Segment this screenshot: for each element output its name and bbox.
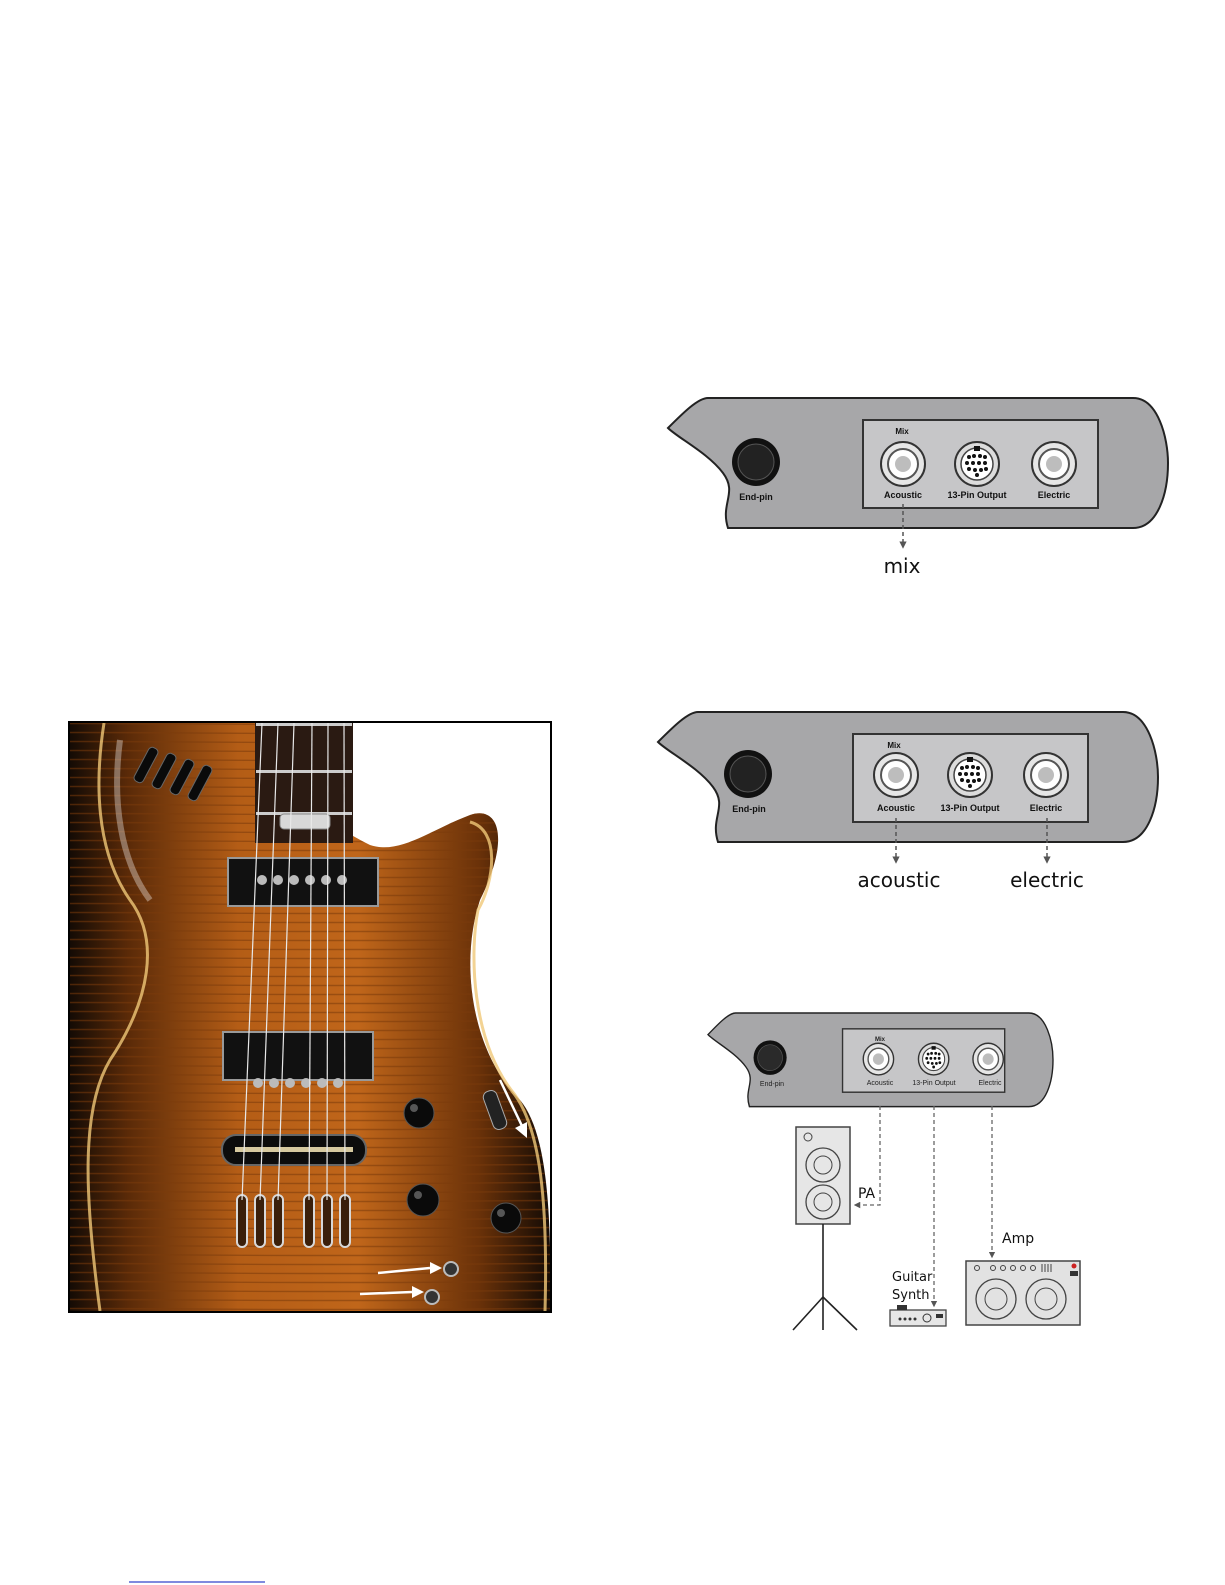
pa-label: PA — [858, 1186, 876, 1202]
electric-label: Electric — [979, 1080, 1002, 1087]
synth-label-line1: Guitar — [892, 1270, 933, 1285]
acoustic-jack-icon — [874, 753, 918, 797]
electric-label: Electric — [1030, 803, 1063, 813]
endpin-jack-icon — [754, 1040, 787, 1075]
guitar-synth-icon — [890, 1305, 946, 1326]
mix-caption: mix — [884, 554, 921, 578]
mix-label: Mix — [887, 741, 901, 750]
electric-label: Electric — [1038, 490, 1071, 500]
thirteen-pin-label: 13-Pin Output — [941, 803, 1000, 813]
thirteen-pin-connector-icon — [948, 753, 992, 797]
electric-jack-icon — [973, 1043, 1003, 1075]
endpin-label: End-pin — [739, 492, 773, 502]
pa-speaker-icon — [793, 1127, 857, 1330]
thirteen-pin-connector-icon — [955, 442, 999, 486]
thirteen-pin-connector-icon — [918, 1043, 948, 1075]
bridge-pickup-icon — [223, 1032, 373, 1088]
acoustic-caption: acoustic — [858, 868, 941, 892]
acoustic-jack-icon — [881, 442, 925, 486]
endpin-jack-icon — [724, 750, 772, 798]
guitar-photo — [69, 722, 551, 1312]
electric-jack-icon — [1032, 442, 1076, 486]
electric-jack-icon — [1024, 753, 1068, 797]
electric-caption: electric — [1010, 868, 1084, 892]
thirteen-pin-label: 13-Pin Output — [912, 1080, 955, 1087]
jack-panel-mix-diagram: End-pin Mix Acoustic 13-Pin Output Elect… — [668, 398, 1168, 578]
mix-label: Mix — [895, 427, 909, 436]
acoustic-label: Acoustic — [877, 803, 915, 813]
mix-label: Mix — [875, 1037, 886, 1043]
amp-icon — [966, 1261, 1080, 1325]
jack-panel-routing-diagram: End-pin Mix Acoustic 13-Pin Output Elect… — [708, 1013, 1080, 1330]
acoustic-label: Acoustic — [884, 490, 922, 500]
acoustic-jack-icon — [863, 1043, 893, 1075]
endpin-label: End-pin — [732, 804, 766, 814]
synth-label-line2: Synth — [892, 1288, 930, 1303]
thirteen-pin-label: 13-Pin Output — [948, 490, 1007, 500]
neck-pickup-icon — [228, 858, 378, 906]
acoustic-label: Acoustic — [867, 1080, 894, 1087]
endpin-jack-icon — [732, 438, 780, 486]
endpin-label: End-pin — [760, 1081, 784, 1088]
amp-label: Amp — [1002, 1231, 1034, 1247]
jack-panel-split-diagram: End-pin Mix Acoustic 13-Pin Output Elect… — [658, 712, 1158, 892]
